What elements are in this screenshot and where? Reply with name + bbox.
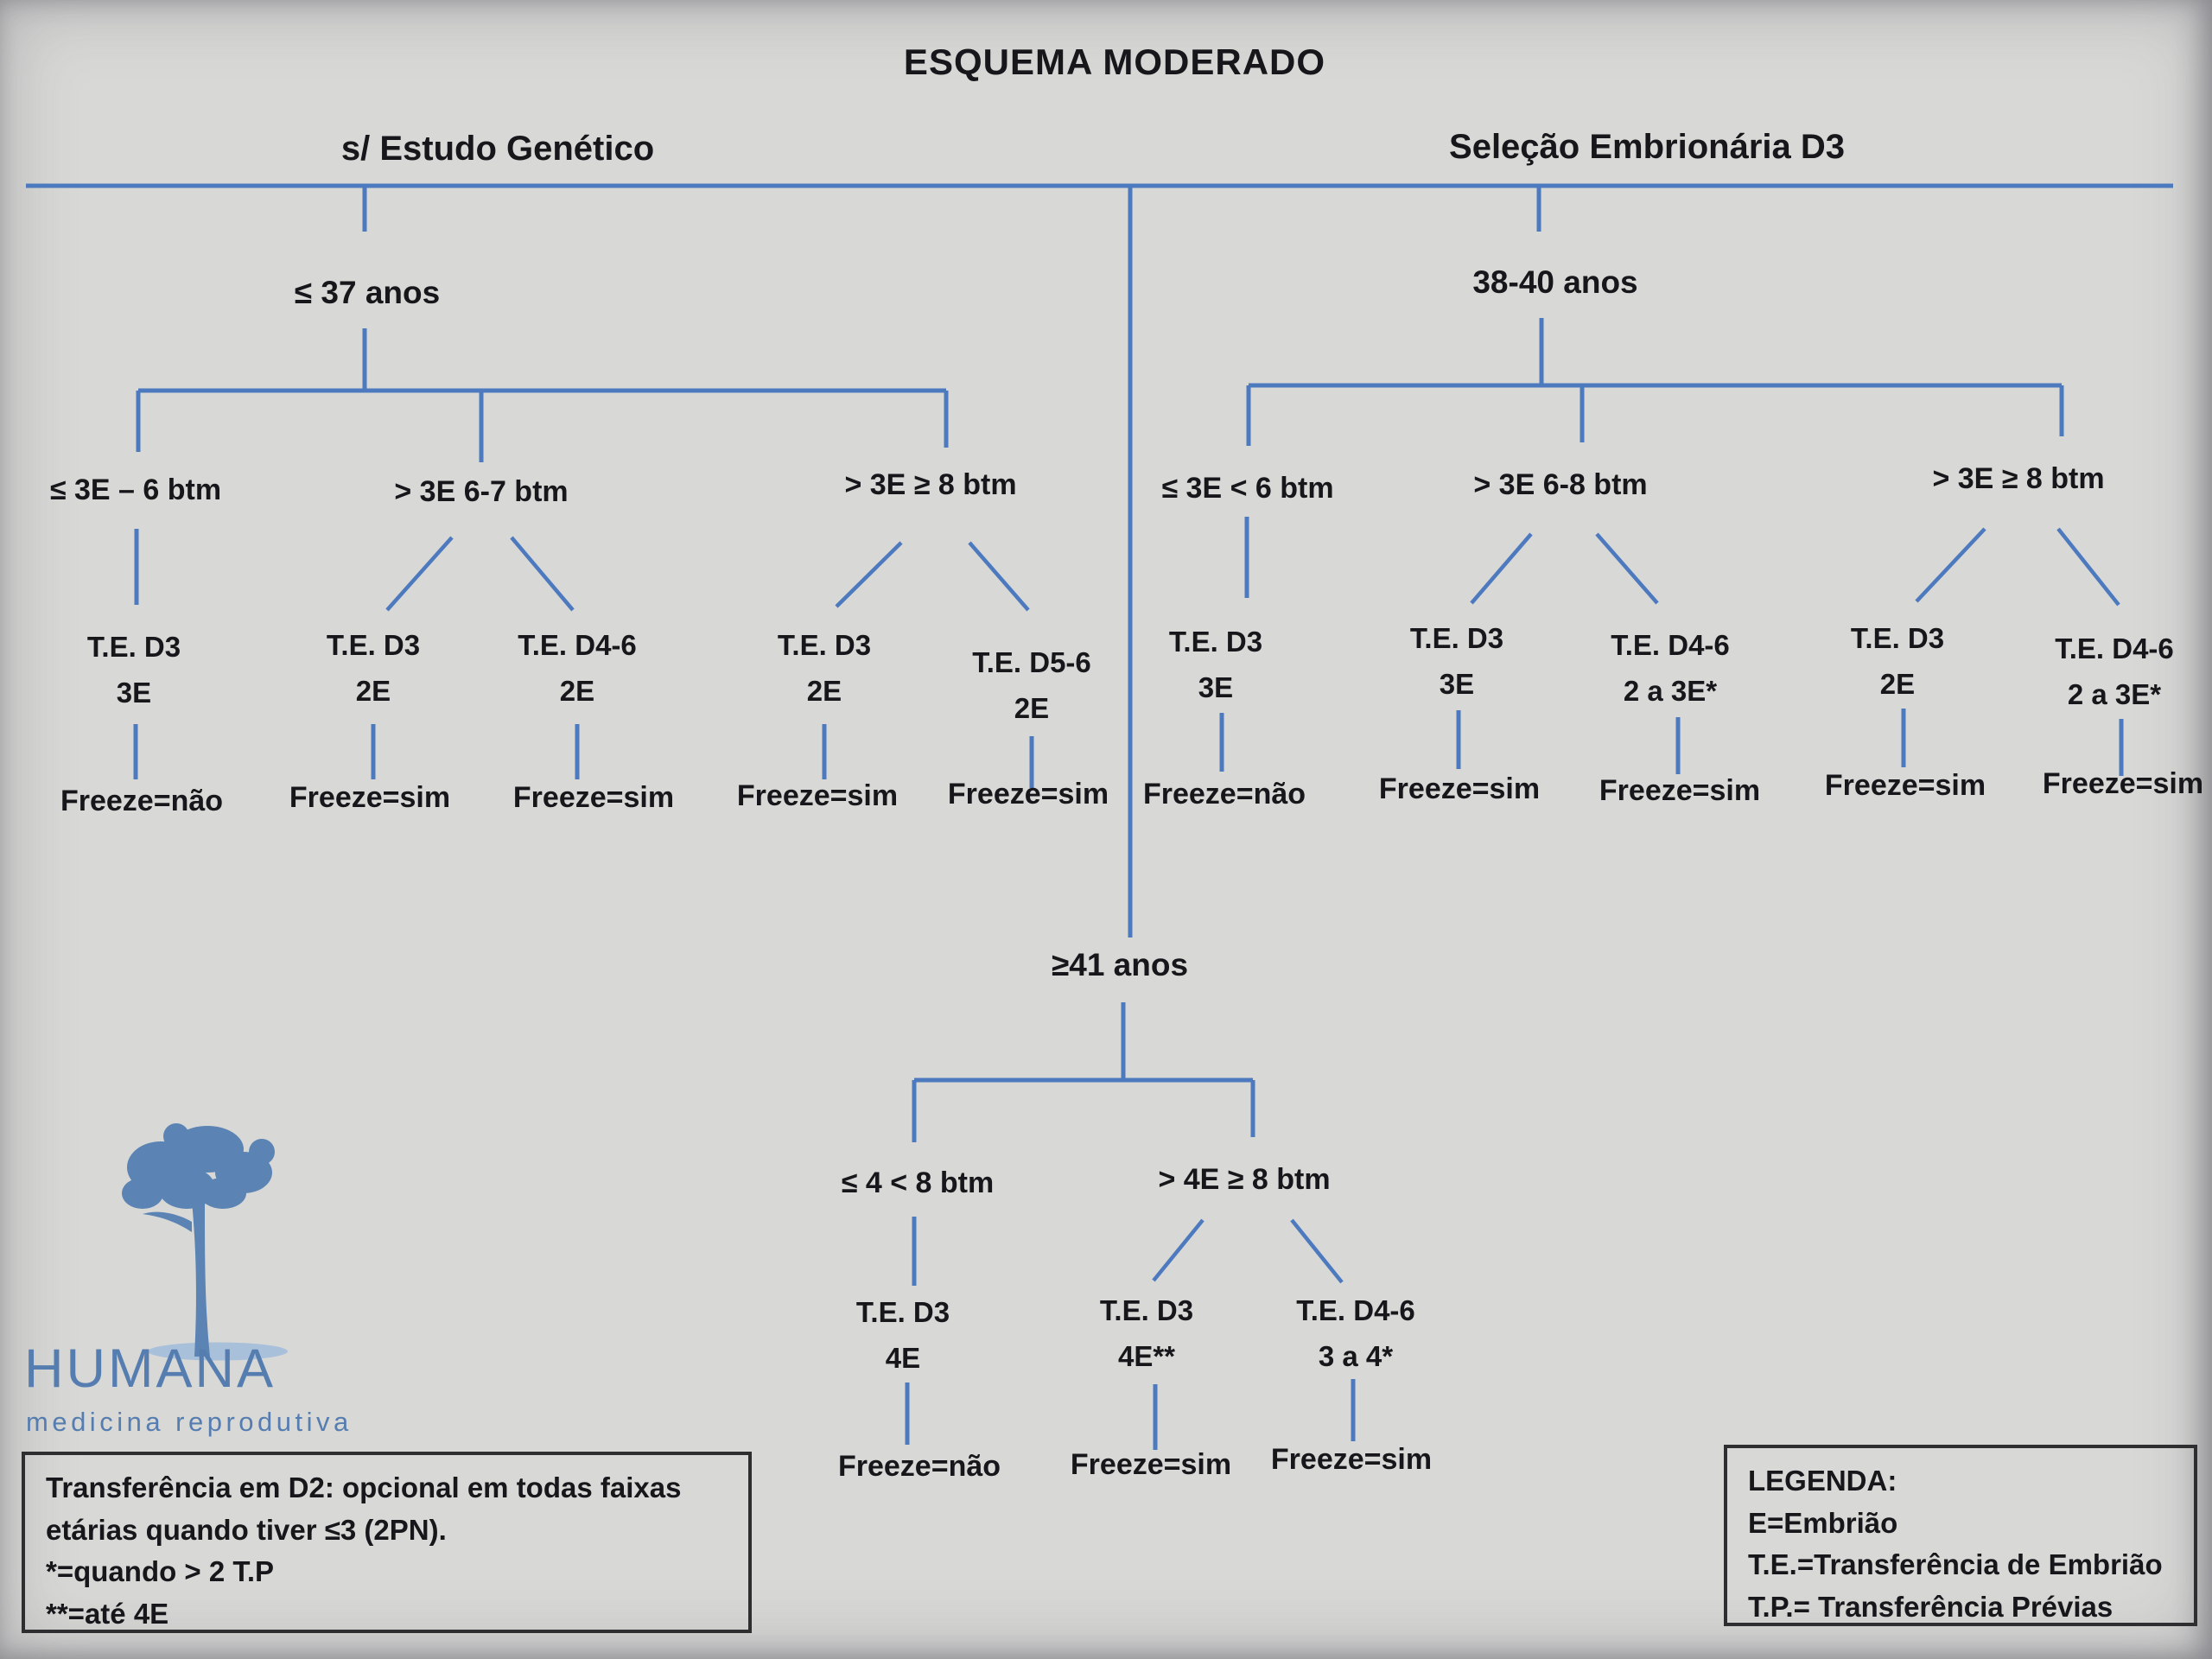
connector-line <box>835 541 903 608</box>
left-branch-header: s/ Estudo Genético <box>340 130 655 168</box>
freeze-label: Freeze=sim <box>1824 769 1986 802</box>
note-line: *=quando > 2 T.P <box>46 1555 275 1587</box>
note-line: **=até 4E <box>46 1597 169 1630</box>
transfer-line1: T.E. D3 <box>1168 626 1263 658</box>
transfer-line2: 3E <box>1198 671 1234 704</box>
group-label: > 3E 6-8 btm <box>1473 468 1648 501</box>
transfer-line2: 3E <box>1439 668 1475 701</box>
age-node-middle: ≥41 anos <box>1051 947 1189 982</box>
transfer-node: T.E. D4-6 2E <box>518 622 637 715</box>
transfer-line1: T.E. D4-6 <box>1611 629 1730 661</box>
group-label: ≤ 3E – 6 btm <box>49 474 222 506</box>
transfer-line1: T.E. D4-6 <box>2055 632 2174 664</box>
freeze-label: Freeze=sim <box>1599 774 1761 807</box>
group-label: ≤ 3E < 6 btm <box>1161 472 1334 505</box>
transfer-line2: 4E** <box>1117 1340 1176 1373</box>
transfer-node: T.E. D3 2E <box>1851 615 1944 708</box>
transfer-line1: T.E. D5-6 <box>972 646 1091 678</box>
freeze-label: Freeze=sim <box>2042 767 2204 800</box>
transfer-node: T.E. D5-6 2E <box>972 639 1091 732</box>
connector-line <box>1152 1218 1205 1282</box>
transfer-line1: T.E. D3 <box>326 629 421 661</box>
age-node-left: ≤ 37 anos <box>294 275 441 310</box>
note-box: Transferência em D2: opcional em todas f… <box>22 1452 752 1633</box>
freeze-label: Freeze=sim <box>947 778 1109 810</box>
right-branch-header: Seleção Embrionária D3 <box>1449 128 1845 166</box>
group-label: > 4E ≥ 8 btm <box>1158 1163 1331 1196</box>
transfer-line1: T.E. D3 <box>855 1296 950 1328</box>
transfer-node: T.E. D4-6 2 a 3E* <box>2055 626 2174 718</box>
transfer-line2: 2 a 3E* <box>2067 678 2162 711</box>
transfer-line2: 2 a 3E* <box>1623 675 1718 708</box>
logo-name: HUMANA <box>24 1338 276 1399</box>
freeze-label: Freeze=não <box>837 1450 1001 1483</box>
logo-tagline: medicina reprodutiva <box>26 1407 353 1437</box>
group-label: > 3E 6-7 btm <box>394 475 569 508</box>
transfer-node: T.E. D3 2E <box>327 622 420 715</box>
transfer-line2: 2E <box>806 675 842 708</box>
freeze-label: Freeze=sim <box>1378 772 1541 805</box>
group-label: > 3E ≥ 8 btm <box>1932 462 2105 495</box>
transfer-node: T.E. D3 4E** <box>1100 1287 1193 1380</box>
transfer-line1: T.E. D4-6 <box>1296 1294 1415 1326</box>
transfer-line1: T.E. D4-6 <box>518 629 637 661</box>
transfer-line1: T.E. D3 <box>1409 622 1504 654</box>
transfer-node: T.E. D4-6 3 a 4* <box>1296 1287 1415 1380</box>
transfer-line2: 2E <box>1879 668 1916 701</box>
connector-line <box>385 536 454 612</box>
transfer-line2: 3E <box>116 677 152 709</box>
transfer-node: T.E. D3 4E <box>856 1289 950 1382</box>
group-label: ≤ 4 < 8 btm <box>841 1166 995 1199</box>
freeze-label: Freeze=sim <box>1270 1443 1433 1476</box>
legend-line: LEGENDA: <box>1748 1465 1897 1497</box>
connector-line <box>1290 1218 1344 1284</box>
transfer-line1: T.E. D3 <box>1850 622 1945 654</box>
freeze-label: Freeze=sim <box>1070 1448 1232 1481</box>
transfer-node: T.E. D3 3E <box>1169 619 1262 711</box>
legend-line: E=Embrião <box>1748 1506 1898 1539</box>
transfer-line2: 2E <box>1014 692 1050 725</box>
transfer-line1: T.E. D3 <box>1099 1294 1194 1326</box>
transfer-node: T.E. D3 3E <box>1410 615 1503 708</box>
legend-line: T.P.= Transferência Prévias <box>1748 1590 2113 1623</box>
transfer-node: T.E. D3 3E <box>87 624 181 716</box>
freeze-label: Freeze=sim <box>289 781 451 814</box>
freeze-label: Freeze=não <box>60 785 224 817</box>
connector-line <box>2056 527 2120 607</box>
transfer-line2: 3 a 4* <box>1318 1340 1394 1373</box>
transfer-node: T.E. D4-6 2 a 3E* <box>1611 622 1730 715</box>
freeze-label: Freeze=sim <box>512 781 675 814</box>
connector-line <box>1470 532 1533 605</box>
transfer-line1: T.E. D3 <box>86 631 181 663</box>
humana-tree-logo-icon <box>122 1123 288 1361</box>
freeze-label: Freeze=não <box>1142 778 1306 810</box>
transfer-line1: T.E. D3 <box>777 629 872 661</box>
connector-line <box>510 536 575 612</box>
legend-line: T.E.=Transferência de Embrião <box>1748 1548 2163 1580</box>
connector-line <box>1915 527 1986 603</box>
group-label: > 3E ≥ 8 btm <box>844 468 1017 501</box>
transfer-line2: 2E <box>559 675 595 708</box>
connector-line <box>1595 532 1659 605</box>
connector-line <box>968 541 1030 612</box>
transfer-node: T.E. D3 2E <box>778 622 871 715</box>
age-node-right: 38-40 anos <box>1472 264 1638 300</box>
freeze-label: Freeze=sim <box>736 779 899 812</box>
note-line: etárias quando tiver ≤3 (2PN). <box>46 1513 447 1546</box>
note-line: Transferência em D2: opcional em todas f… <box>46 1471 682 1503</box>
diagram-title: ESQUEMA MODERADO <box>903 41 1326 82</box>
legend-box: LEGENDA: E=Embrião T.E.=Transferência de… <box>1724 1445 2197 1626</box>
transfer-line2: 2E <box>355 675 391 708</box>
transfer-line2: 4E <box>885 1342 921 1375</box>
